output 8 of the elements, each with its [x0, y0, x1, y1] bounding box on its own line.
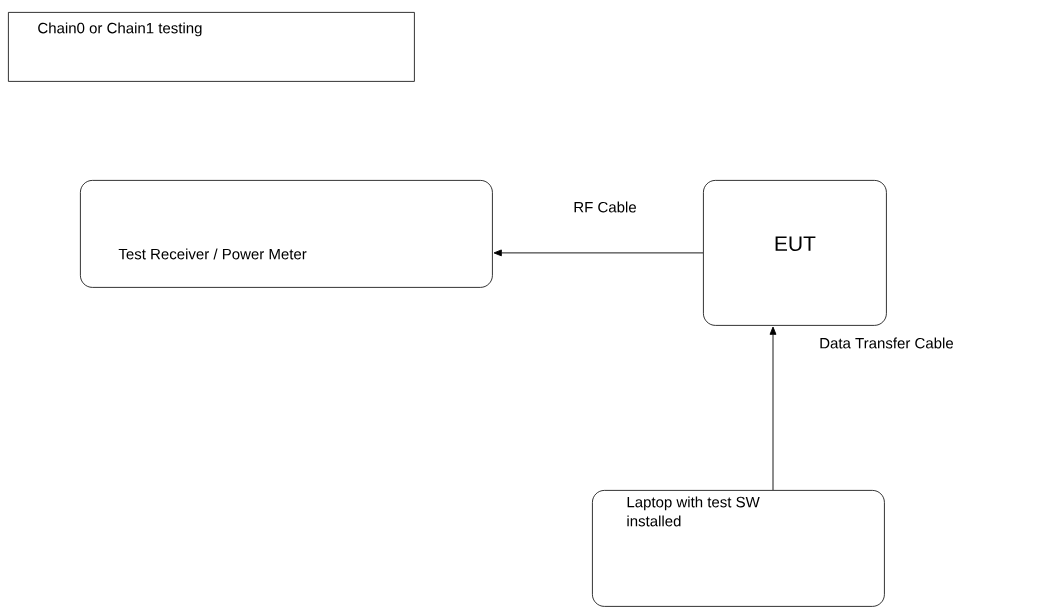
- instrument-box: Test Receiver / Power Meter: [80, 180, 493, 288]
- laptop-box: Laptop with test SW installed: [592, 490, 885, 607]
- arrow: [769, 326, 777, 491]
- edge-label: RF Cable: [574, 201, 636, 213]
- device-box: EUT: [703, 180, 887, 326]
- edge-label: Data Transfer Cable: [820, 337, 953, 349]
- title-box: Chain0 or Chain1 testing: [8, 12, 415, 82]
- arrow: [493, 249, 704, 257]
